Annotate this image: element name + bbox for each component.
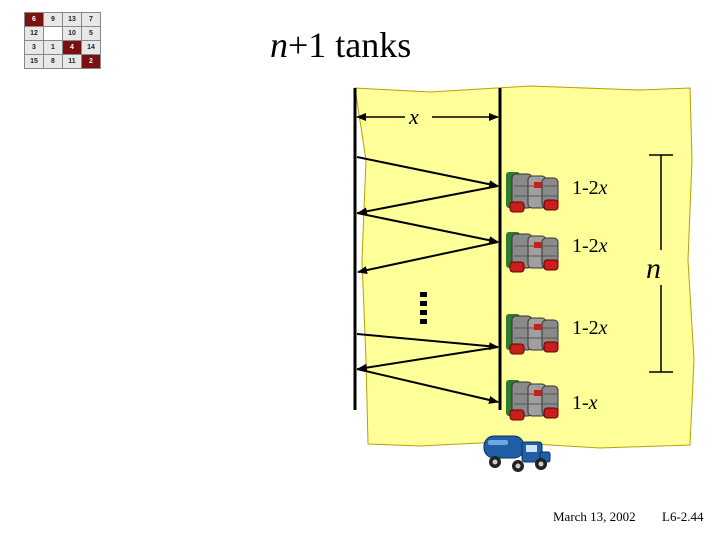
count-bracket [649,154,673,373]
title-text: +1 tanks [288,25,412,65]
puzzle-cell: 3 [25,41,43,54]
title-variable: n [270,25,288,65]
tank-label: 1-2x [572,235,608,257]
trip-arrow [356,333,499,351]
slide-number: L6-2.44 [662,509,704,524]
trip-arrow [357,241,499,275]
trip-arrow [356,156,499,189]
puzzle-cell: 14 [82,41,100,54]
tank-label: 1-2x [572,317,608,339]
fuel-tanks-icon [505,231,559,273]
fuel-tanks-icon [505,379,559,421]
puzzle-blank-cell [44,27,62,40]
puzzle-cell: 13 [63,13,81,26]
fuel-tanks-icon [505,313,559,355]
distance-label: x [409,104,419,129]
puzzle-cell: 7 [82,13,100,26]
puzzle-cell: 4 [63,41,81,54]
tank-label: 1-x [572,392,598,414]
trip-arrow [357,185,499,216]
puzzle-cell: 1 [44,41,62,54]
puzzle-cell: 10 [63,27,81,40]
trip-arrow [356,368,499,404]
tanker-truck-icon [483,435,551,472]
fuel-tanks-icon [505,171,559,213]
trip-arrow [357,346,499,372]
puzzle-cell: 8 [44,55,62,68]
page-title: n+1 tanks [270,24,411,66]
tank-label: 1-2x [572,177,608,199]
ellipsis-dots [420,292,427,324]
puzzle-cell: 2 [82,55,100,68]
footer-date: March 13, 2002 [553,509,636,524]
trip-arrow [356,212,499,245]
puzzle-cell: 6 [25,13,43,26]
puzzle-cell: 11 [63,55,81,68]
puzzle-cell: 15 [25,55,43,68]
puzzle-cell: 5 [82,27,100,40]
count-label: n [646,252,661,285]
puzzle-cell: 12 [25,27,43,40]
puzzle-cell: 9 [44,13,62,26]
